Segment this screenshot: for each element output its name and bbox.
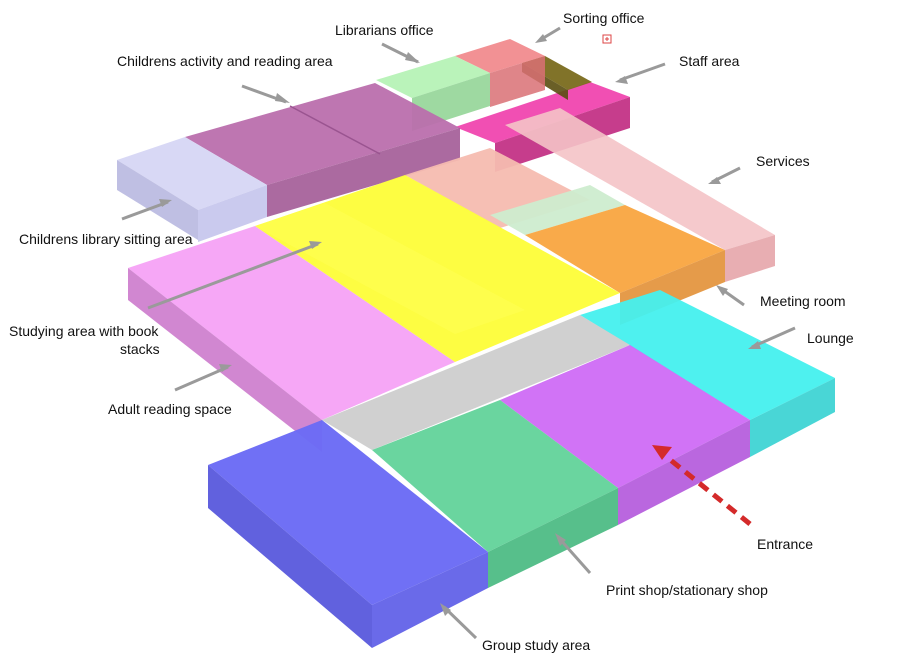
sorting-office-front: [490, 56, 545, 107]
label-childrens-sitting: Childrens library sitting area: [19, 231, 193, 247]
pale-green-room-top: [490, 185, 625, 235]
childrens-activity-top: [185, 83, 460, 185]
label-services: Services: [756, 153, 810, 169]
arrowhead-librarians-office: [405, 52, 420, 63]
services-block: [505, 108, 775, 282]
arrowhead-studying-area: [309, 241, 322, 249]
childrens-sitting-block: [117, 137, 267, 242]
corridor-block: [322, 315, 630, 450]
arrow-group-study: [442, 605, 478, 640]
adult-reading-top: [128, 226, 455, 420]
childrens-activity-front: [267, 128, 460, 217]
arrowhead-staff-area: [615, 76, 628, 84]
childrens-sitting-front: [198, 185, 267, 242]
arrowhead-lounge: [748, 341, 761, 349]
lounge-front: [750, 378, 835, 457]
adult-reading-side: [128, 268, 322, 452]
arrowhead-childrens-sitting: [159, 199, 172, 207]
corridor-top: [322, 315, 630, 450]
arrow-print-shop: [556, 536, 592, 574]
label-meeting-room: Meeting room: [760, 293, 846, 309]
adult-reading-block: [128, 226, 455, 452]
studying-area-glass-top: [255, 203, 525, 334]
entrance-zone-front: [618, 420, 750, 525]
services-top: [505, 108, 775, 250]
services-front: [725, 235, 775, 282]
childrens-activity-divider: [289, 105, 381, 155]
staff-area-top: [455, 82, 630, 143]
label-adult-reading: Adult reading space: [108, 401, 232, 417]
label-entrance: Entrance: [757, 536, 813, 552]
print-shop-front: [488, 488, 618, 588]
childrens-activity-block: [185, 83, 460, 217]
arrowhead-meeting-room: [716, 285, 728, 296]
meeting-room-top: [525, 205, 725, 293]
childrens-sitting-side: [117, 160, 198, 240]
entrance-arrow: [652, 445, 752, 526]
librarians-office-top: [376, 56, 490, 98]
pointer-arrows: [121, 26, 796, 640]
group-study-side: [208, 465, 372, 648]
sorting-office-top: [455, 39, 545, 73]
arrow-childrens-sitting: [121, 200, 169, 221]
label-group-study: Group study area: [482, 637, 590, 653]
arrow-adult-reading: [174, 365, 229, 392]
arrowhead-services: [708, 177, 721, 184]
arrow-studying-area: [147, 242, 319, 310]
studying-area-block: [255, 175, 620, 362]
label-staff-area: Staff area: [679, 53, 740, 69]
childrens-sitting-top: [117, 137, 267, 210]
label-sorting-office: Sorting office: [563, 10, 645, 26]
label-childrens-activity: Childrens activity and reading area: [117, 53, 333, 69]
labels: Librarians office Sorting office Childre…: [9, 10, 854, 653]
plus-box-icon: [602, 34, 612, 44]
arrowhead-print-shop: [555, 533, 566, 546]
label-print-shop: Print shop/stationary shop: [606, 582, 768, 598]
arrowhead-childrens-activity: [275, 93, 290, 103]
arrowhead-sorting-office: [535, 34, 547, 43]
label-studying-area-1: Studying area with book: [9, 323, 159, 339]
upper-rooms: [405, 148, 625, 235]
label-studying-area-2: stacks: [120, 341, 160, 357]
label-lounge: Lounge: [807, 330, 854, 346]
arrowhead-group-study: [440, 603, 451, 616]
arrow-lounge: [751, 326, 796, 349]
label-librarians-office: Librarians office: [335, 22, 434, 38]
entrance-arrowhead: [652, 445, 672, 460]
group-study-top: [208, 420, 488, 605]
lounge-top: [580, 290, 835, 420]
group-study-block: [208, 420, 488, 648]
entrance-zone-block: [500, 345, 750, 525]
arrow-staff-area: [619, 62, 666, 82]
arrowhead-adult-reading: [219, 364, 232, 372]
sorting-office-block: [455, 39, 545, 107]
lounge-block: [580, 290, 835, 457]
print-shop-top: [372, 400, 618, 552]
entrance-zone-top: [500, 345, 750, 488]
group-study-front: [372, 552, 488, 648]
print-shop-block: [372, 400, 618, 588]
